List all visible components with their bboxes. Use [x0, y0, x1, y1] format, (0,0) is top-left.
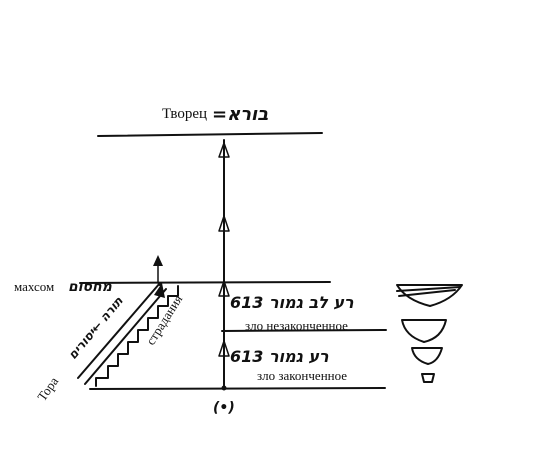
lower-level-label: зло законченное — [257, 368, 347, 383]
origin-label: (•) — [213, 400, 235, 416]
creator-line — [97, 132, 323, 137]
axis-arrow-lower — [218, 340, 230, 357]
vessels-icon — [396, 284, 463, 383]
torah-path-arrowhead — [154, 283, 165, 298]
masach-hebrew-label: מחסום — [68, 279, 113, 295]
masach-line — [79, 281, 331, 284]
suffering-staircase — [95, 285, 179, 387]
masach-up-arrowhead — [153, 255, 163, 266]
base-line — [89, 387, 386, 390]
upper-level-label: зло незаконченное — [245, 318, 348, 333]
torah-path-line-1 — [77, 282, 161, 379]
axis-arrow-top — [218, 142, 230, 158]
creator-label: Творец — [162, 106, 207, 122]
lower-level-hebrew-label: 613 רע גמור — [230, 347, 329, 366]
torah-label: Тора — [34, 374, 61, 404]
middle-line — [221, 329, 387, 332]
suffering-label: страдания — [143, 292, 185, 348]
torah-path-label: תורה ←יסורים — [66, 293, 127, 362]
masach-label: махсом — [14, 279, 54, 294]
upper-level-hebrew-label: 613 רע לב גמור — [230, 293, 354, 312]
origin-dot — [221, 385, 227, 391]
creator-hebrew-label: =בורא — [212, 104, 268, 125]
torah-path-line-2 — [84, 288, 167, 385]
axis-arrow-middle — [218, 280, 230, 297]
axis-arrow-upper — [218, 215, 230, 232]
torah-path-end-dot — [158, 282, 162, 286]
